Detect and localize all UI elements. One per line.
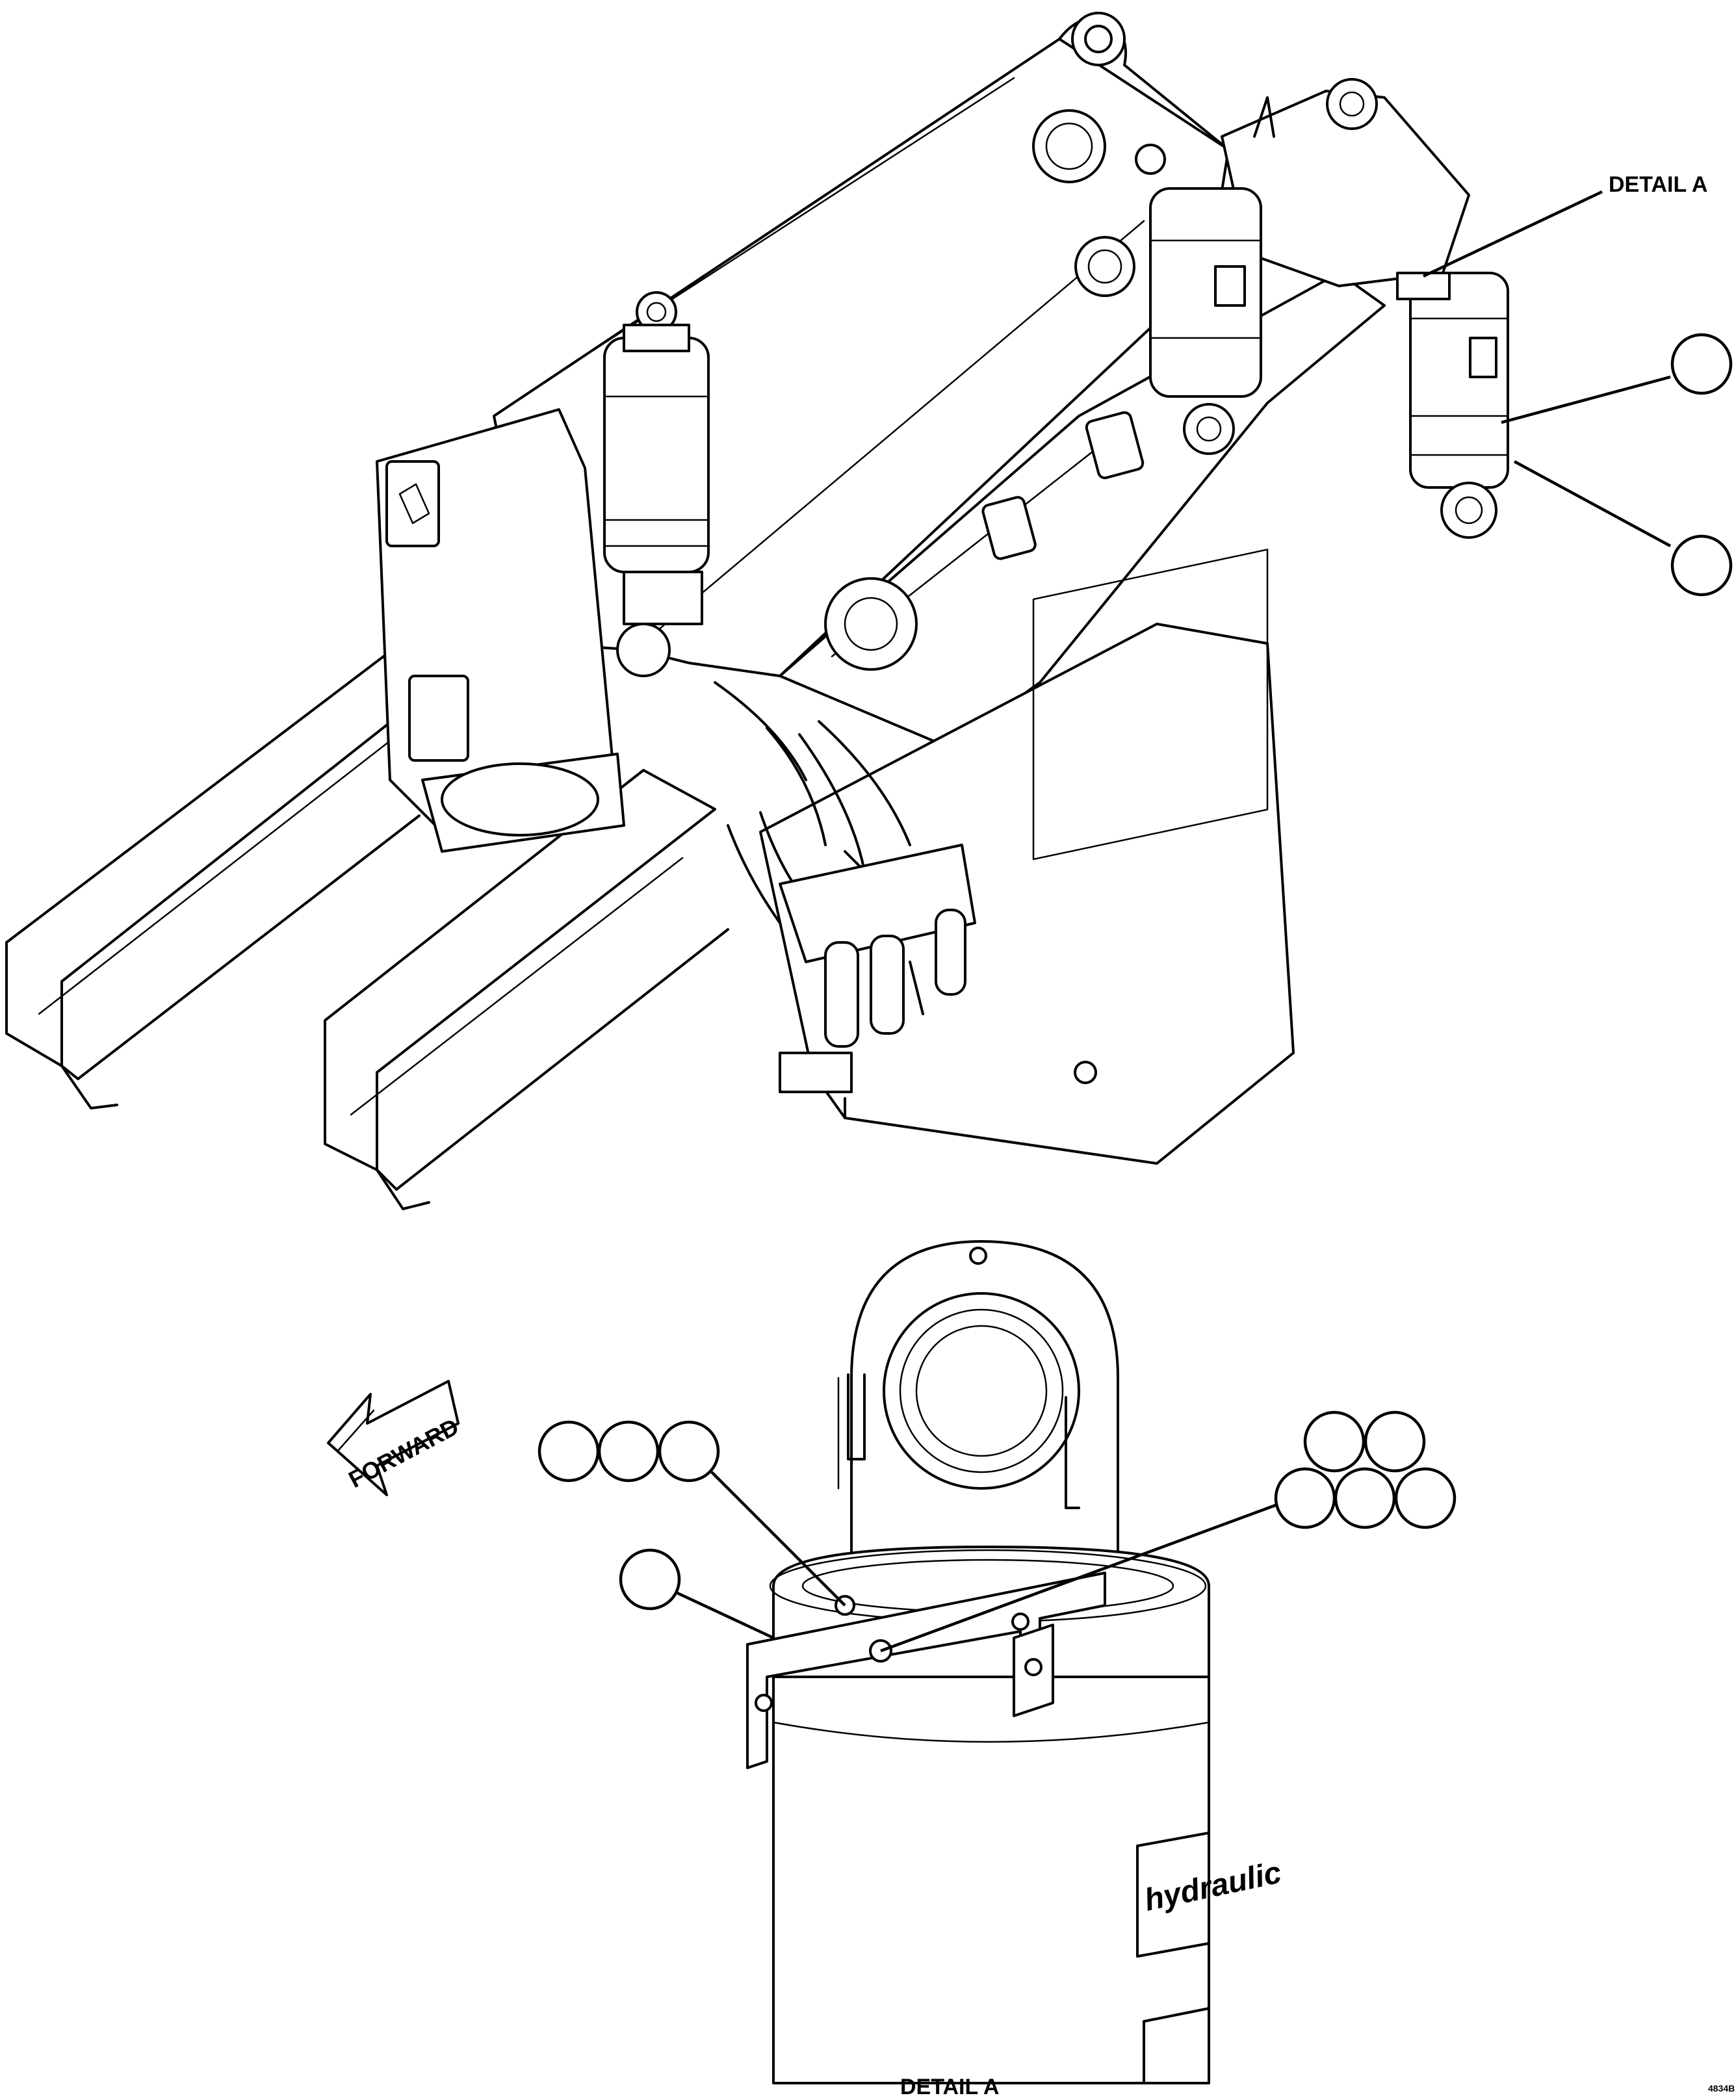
detail-a-title: DETAIL A	[900, 2075, 999, 2099]
detail-a-enlarged: hydraulic	[746, 1240, 1284, 2084]
forward-arrow: FORWARD	[327, 1380, 463, 1496]
lower-callouts	[538, 1410, 1457, 1653]
boom-assembly	[5, 12, 1470, 1210]
balloon-callout-2	[1670, 534, 1733, 597]
hoist-cylinder	[603, 291, 710, 677]
balloon-callout-5	[658, 1420, 720, 1483]
detail-a-cylinder	[1396, 272, 1509, 539]
balloon-callout-11	[1394, 1467, 1457, 1529]
balloon-callout-10	[1334, 1467, 1396, 1529]
detail-a-callout-label: DETAIL A	[1609, 172, 1707, 197]
balloon-callout-4	[597, 1420, 660, 1483]
balloon-callout-6	[619, 1548, 681, 1611]
valve-bank	[779, 844, 976, 1048]
control-housing	[376, 408, 625, 853]
tip-boom	[1221, 78, 1470, 287]
right-rail	[324, 769, 729, 1210]
drawing-number: 4834B	[1708, 2083, 1735, 2094]
left-rail	[5, 655, 421, 1109]
arrow-left-icon	[327, 1380, 460, 1496]
balloon-callout-3	[538, 1420, 600, 1483]
upper-callouts	[1423, 190, 1733, 597]
balloon-callout-8	[1364, 1410, 1426, 1473]
balloon-callout-1	[1670, 333, 1733, 395]
bolt-3	[1011, 1613, 1030, 1631]
balloon-callout-7	[1303, 1410, 1366, 1473]
slew-cylinder-left	[1149, 187, 1262, 455]
balloon-callout-9	[1274, 1467, 1336, 1529]
